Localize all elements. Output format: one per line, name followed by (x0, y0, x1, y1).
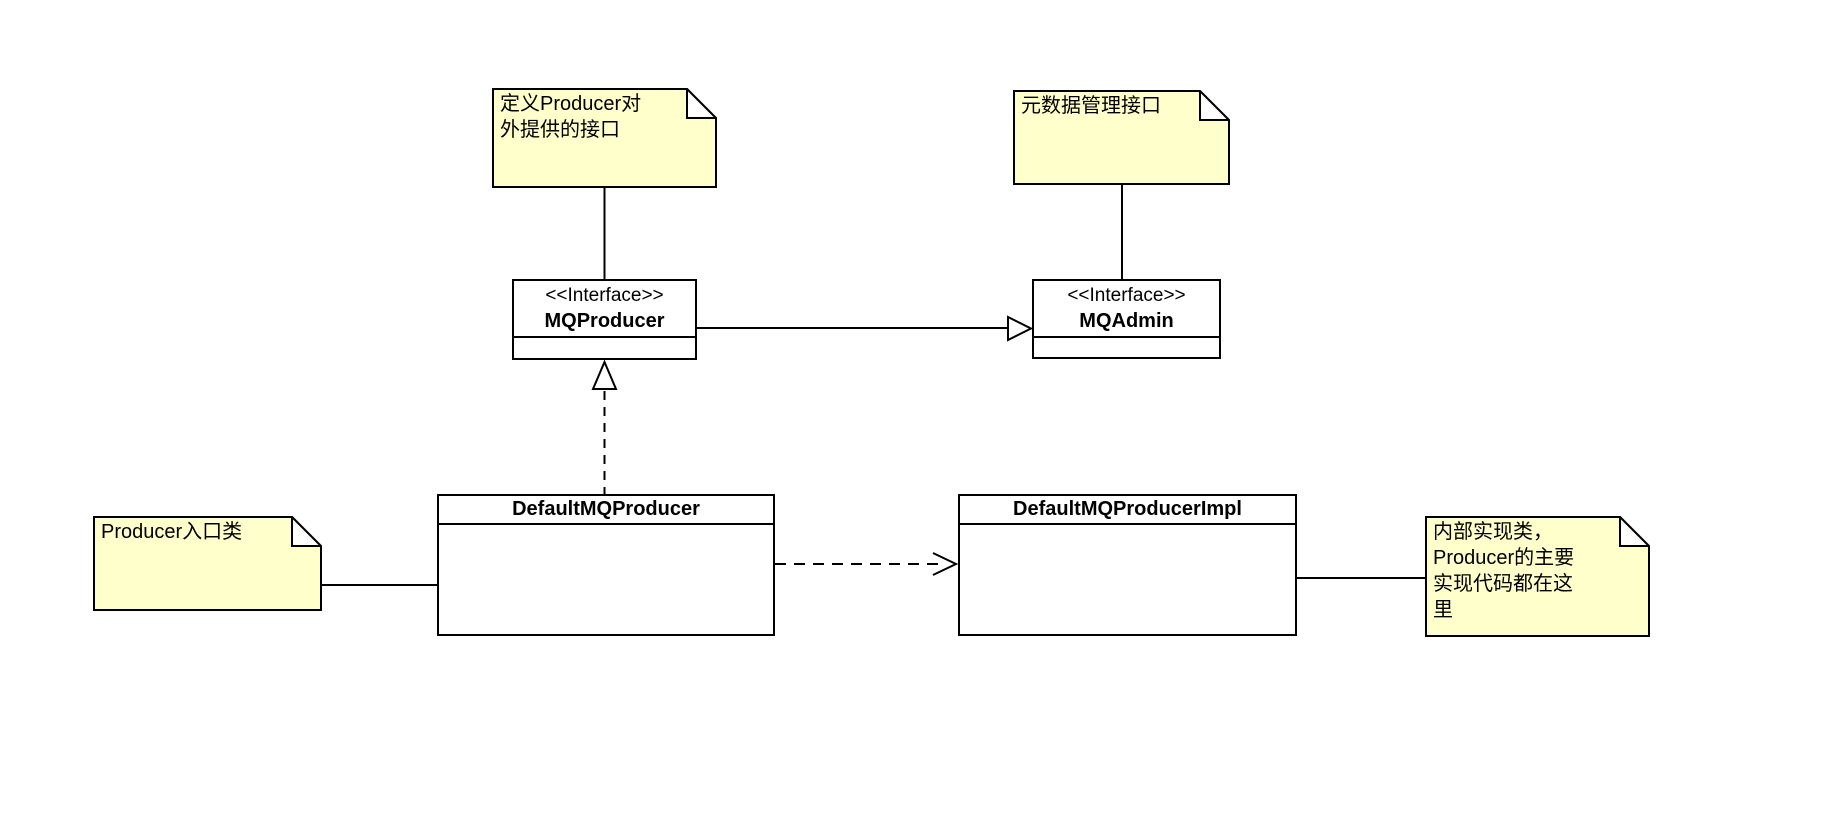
hollow-triangle-arrowhead-mqproducer (591, 359, 618, 390)
note-text: Producer入口类 (101, 521, 243, 543)
note-shape (1013, 90, 1230, 185)
interface-name: MQProducer (544, 309, 665, 332)
class-defaultmqproducer: DefaultMQProducer (437, 494, 775, 636)
note-fold-corner (1619, 516, 1650, 547)
note-shape (492, 88, 717, 188)
interface-empty-compartment (1034, 338, 1219, 357)
interface-mqproducer: <<Interface>> MQProducer (512, 279, 697, 360)
interface-mqadmin: <<Interface>> MQAdmin (1032, 279, 1221, 359)
class-empty-compartment (439, 525, 773, 634)
open-arrowhead-defaultmqproducerimpl (932, 552, 959, 576)
note-producer-interface: 定义Producer对 外提供的接口 (492, 88, 717, 188)
note-impl-detail: 内部实现类， Producer的主要 实现代码都在这 里 (1425, 516, 1650, 637)
note-shape (93, 516, 322, 611)
class-defaultmqproducerimpl: DefaultMQProducerImpl (958, 494, 1297, 636)
interface-header: <<Interface>> MQProducer (514, 281, 695, 338)
class-name: DefaultMQProducer (439, 496, 773, 525)
note-fold-corner (291, 516, 322, 547)
class-empty-compartment (960, 525, 1295, 634)
note-fold-corner (1199, 90, 1230, 121)
hollow-triangle-arrowhead-mqadmin (1007, 315, 1034, 342)
interface-empty-compartment (514, 338, 695, 358)
interface-stereotype: <<Interface>> (545, 284, 664, 306)
interface-header: <<Interface>> MQAdmin (1034, 281, 1219, 338)
interface-stereotype: <<Interface>> (1067, 284, 1186, 306)
note-text: 内部实现类， Producer的主要 实现代码都在这 里 (1433, 521, 1575, 621)
note-fold-corner (686, 88, 717, 119)
note-producer-entry: Producer入口类 (93, 516, 322, 611)
note-text: 元数据管理接口 (1021, 95, 1161, 117)
note-text: 定义Producer对 外提供的接口 (500, 93, 642, 141)
note-metadata-interface: 元数据管理接口 (1013, 90, 1230, 185)
note-shape (1425, 516, 1650, 637)
interface-name: MQAdmin (1079, 309, 1174, 332)
class-name: DefaultMQProducerImpl (960, 496, 1295, 525)
